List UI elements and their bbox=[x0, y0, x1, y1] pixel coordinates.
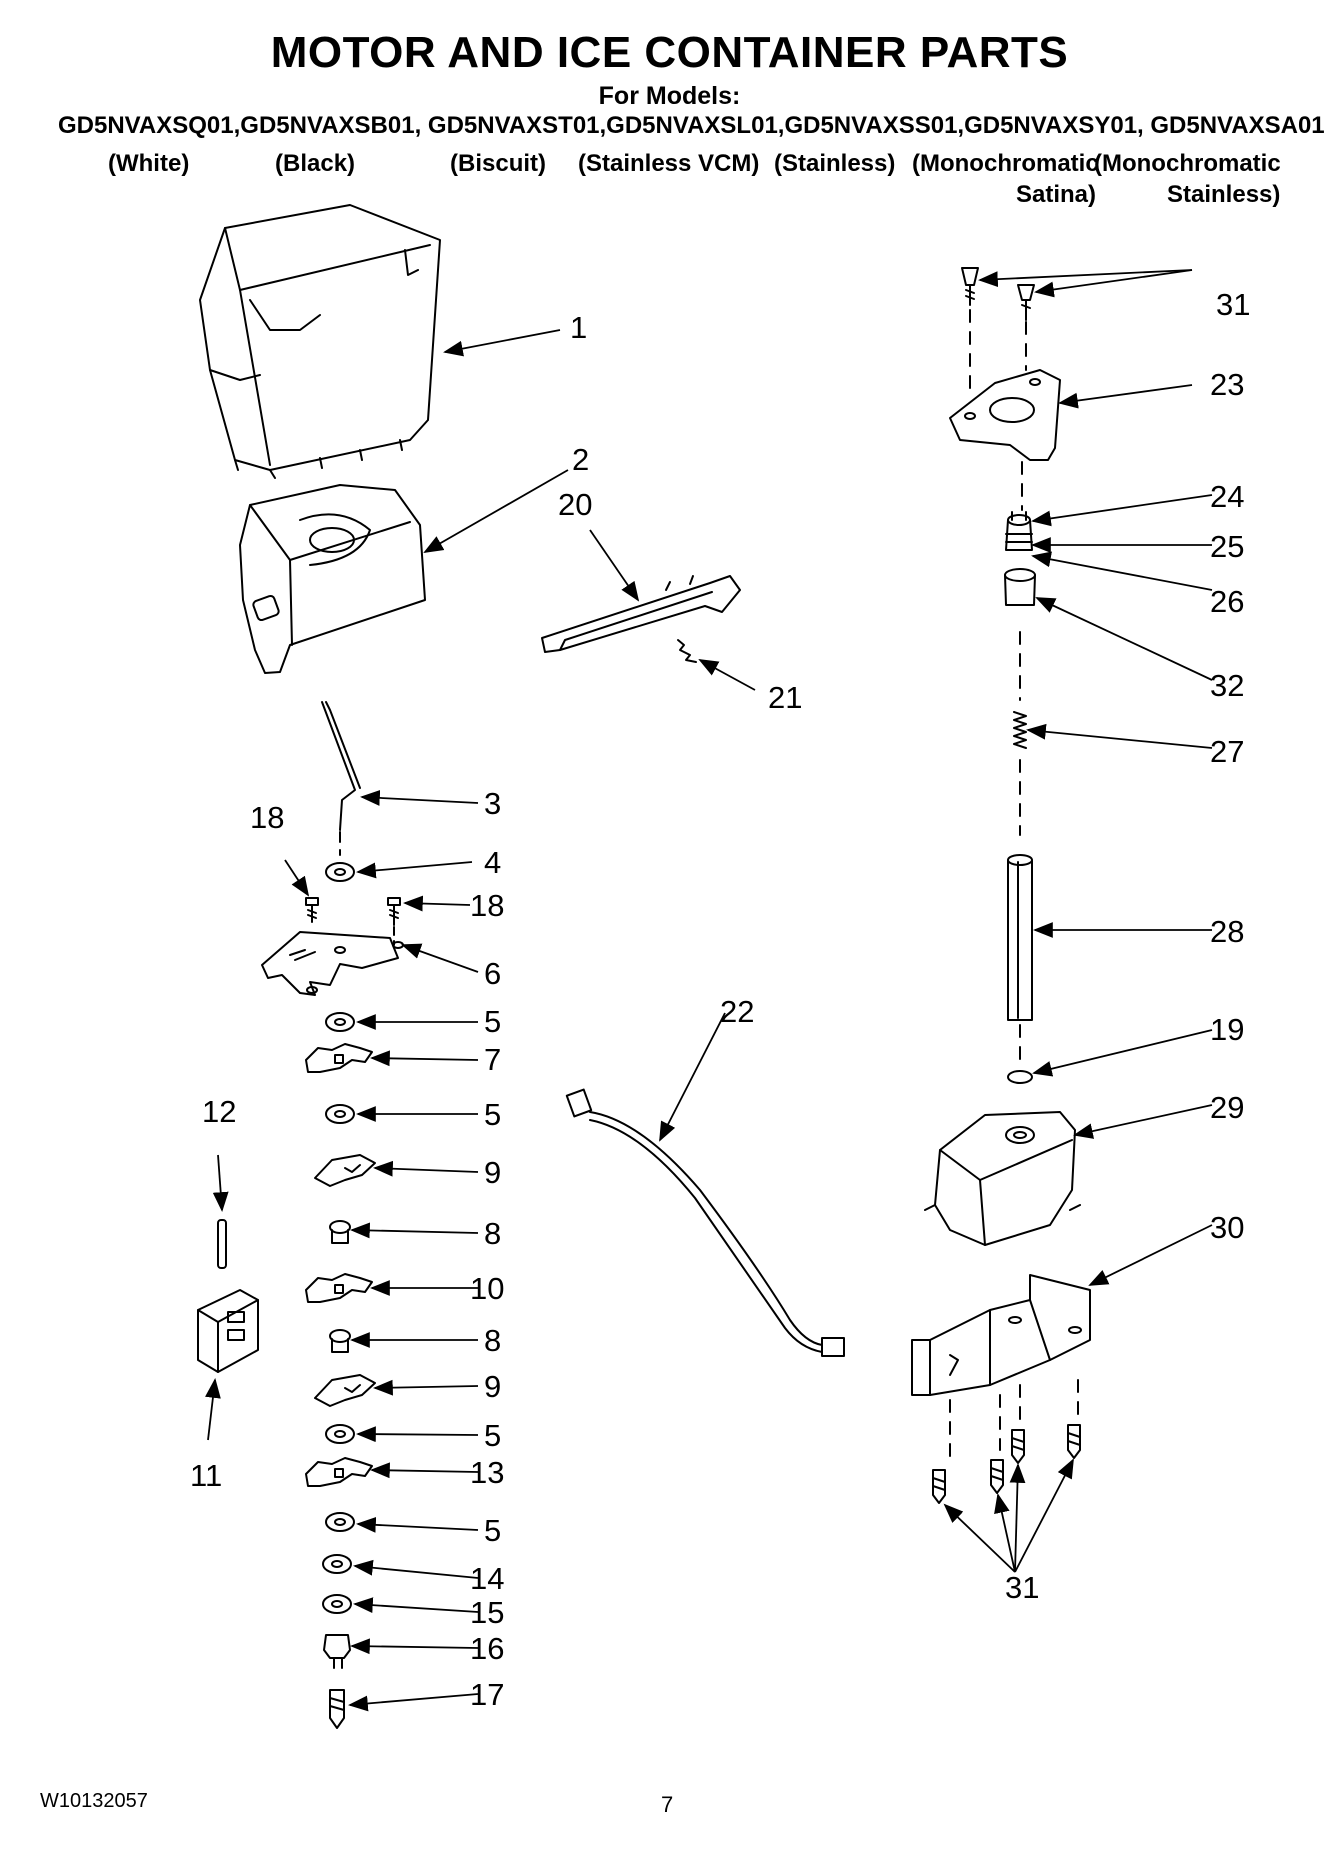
washer-14 bbox=[322, 1554, 352, 1574]
callout-32: 32 bbox=[1210, 668, 1244, 703]
wire-harness bbox=[565, 1088, 845, 1357]
screw-18-left bbox=[305, 897, 319, 923]
cam-13 bbox=[305, 1457, 373, 1487]
callout-21: 21 bbox=[768, 680, 802, 715]
color-stainless-vcm: (Stainless VCM) bbox=[578, 150, 760, 177]
screw-31-top-1 bbox=[961, 267, 979, 306]
cam-9b bbox=[314, 1374, 376, 1407]
bushing-8a bbox=[329, 1220, 351, 1244]
callout-labels: 1 2 20 21 3 18 4 18 6 5 7 5 9 8 10 8 9 5… bbox=[190, 287, 1250, 1712]
callout-9-b: 9 bbox=[484, 1369, 501, 1404]
washer-5d bbox=[325, 1512, 355, 1532]
cam-7 bbox=[305, 1043, 373, 1073]
screw-31-top-2 bbox=[1017, 284, 1035, 321]
washer-5c bbox=[325, 1424, 355, 1444]
wire-crank bbox=[321, 701, 361, 831]
screw-17 bbox=[329, 1689, 345, 1729]
callout-13: 13 bbox=[470, 1455, 504, 1490]
callout-6: 6 bbox=[484, 956, 501, 991]
callout-25: 25 bbox=[1210, 529, 1244, 564]
page-number: 7 bbox=[661, 1792, 674, 1817]
callout-8-b: 8 bbox=[484, 1323, 501, 1358]
callout-7: 7 bbox=[484, 1042, 501, 1077]
leader-arrows bbox=[205, 269, 1213, 1712]
callout-24: 24 bbox=[1210, 479, 1244, 514]
auger-motor bbox=[924, 1111, 1081, 1246]
color-monochromatic-satina: (Monochromatic bbox=[912, 150, 1099, 177]
ice-chute-deflector bbox=[541, 575, 741, 653]
callout-1: 1 bbox=[570, 310, 587, 345]
color-biscuit: (Biscuit) bbox=[450, 150, 546, 177]
screw-31-bottom-1 bbox=[932, 1469, 946, 1504]
callout-27: 27 bbox=[1210, 734, 1244, 769]
screw-31-bottom-2 bbox=[990, 1459, 1004, 1494]
model-numbers: GD5NVAXSQ01,GD5NVAXSB01, GD5NVAXST01,GD5… bbox=[58, 112, 1325, 139]
washer-5b bbox=[325, 1104, 355, 1124]
washer-5a bbox=[325, 1012, 355, 1032]
callout-14: 14 bbox=[470, 1561, 504, 1596]
for-models-label: For Models: bbox=[598, 82, 741, 110]
document-code: W10132057 bbox=[40, 1790, 148, 1812]
callout-5-d: 5 bbox=[484, 1513, 501, 1548]
callout-10: 10 bbox=[470, 1271, 504, 1306]
callout-5-c: 5 bbox=[484, 1418, 501, 1453]
callout-15: 15 bbox=[470, 1595, 504, 1630]
callout-8-a: 8 bbox=[484, 1216, 501, 1251]
pin-12 bbox=[217, 1219, 227, 1269]
callout-26: 26 bbox=[1210, 584, 1244, 619]
callout-18-right: 18 bbox=[470, 888, 504, 923]
block-11 bbox=[197, 1289, 259, 1373]
callout-20: 20 bbox=[558, 487, 592, 522]
washer-19 bbox=[1007, 1070, 1033, 1084]
color-stainless: (Stainless) bbox=[774, 150, 896, 177]
color-satina: Satina) bbox=[1016, 181, 1097, 208]
color-white: (White) bbox=[108, 150, 190, 177]
callout-30: 30 bbox=[1210, 1210, 1244, 1245]
bearing-assembly-24-25-26 bbox=[1005, 511, 1033, 551]
shaft-28 bbox=[1007, 854, 1033, 1021]
callout-12: 12 bbox=[202, 1094, 236, 1129]
cam-10 bbox=[305, 1273, 373, 1303]
callout-2: 2 bbox=[572, 442, 589, 477]
color-black: (Black) bbox=[275, 150, 356, 177]
washer-4 bbox=[325, 862, 355, 882]
callout-11: 11 bbox=[190, 1458, 222, 1493]
callout-29: 29 bbox=[1210, 1090, 1244, 1125]
cup-32 bbox=[1004, 568, 1036, 606]
ice-container bbox=[239, 484, 426, 674]
washer-15 bbox=[322, 1594, 352, 1614]
callout-4: 4 bbox=[484, 845, 501, 880]
spring-small bbox=[677, 639, 697, 663]
callout-9-a: 9 bbox=[484, 1155, 501, 1190]
spring-27 bbox=[1013, 711, 1027, 749]
callout-22: 22 bbox=[720, 994, 754, 1029]
color-stainless-2: Stainless) bbox=[1167, 181, 1281, 208]
callout-23: 23 bbox=[1210, 367, 1244, 402]
cam-9a bbox=[314, 1154, 376, 1187]
ice-bin bbox=[199, 204, 441, 479]
callout-31-bottom: 31 bbox=[1005, 1570, 1039, 1605]
screw-31-bottom-3 bbox=[1011, 1429, 1025, 1464]
callout-5-a: 5 bbox=[484, 1004, 501, 1039]
callout-19: 19 bbox=[1210, 1012, 1244, 1047]
mounting-bracket bbox=[261, 931, 404, 996]
nut-16 bbox=[323, 1634, 351, 1669]
callout-5-b: 5 bbox=[484, 1097, 501, 1132]
callout-18-left: 18 bbox=[250, 800, 284, 835]
callout-3: 3 bbox=[484, 786, 501, 821]
callout-31-top: 31 bbox=[1216, 287, 1250, 322]
color-monochromatic-stainless: (Monochromatic bbox=[1094, 150, 1281, 177]
motor-bracket bbox=[911, 1274, 1091, 1396]
screw-31-bottom-4 bbox=[1067, 1424, 1081, 1459]
screw-18-right bbox=[387, 897, 401, 926]
motor-mount-plate bbox=[949, 369, 1061, 461]
callout-17: 17 bbox=[470, 1677, 504, 1712]
page-title: MOTOR AND ICE CONTAINER PARTS bbox=[270, 28, 1069, 77]
callout-16: 16 bbox=[470, 1631, 504, 1666]
bushing-8b bbox=[329, 1329, 351, 1353]
callout-28: 28 bbox=[1210, 914, 1244, 949]
